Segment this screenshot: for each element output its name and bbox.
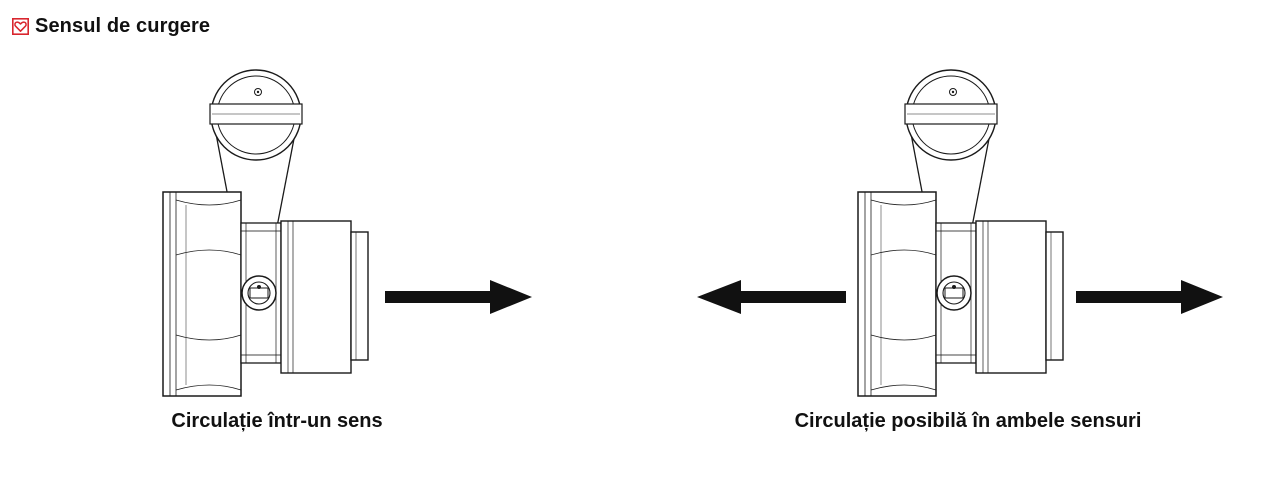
valve-drawing-two-way <box>857 69 1064 397</box>
heart-checkbox-icon <box>12 17 29 35</box>
flow-arrow-right-one-way <box>385 280 532 314</box>
caption-two-way: Circulație posibilă în ambele sensuri <box>794 410 1142 432</box>
section-title: Sensul de curgere <box>35 14 211 37</box>
section-header: Sensul de curgere <box>12 12 210 40</box>
valve-drawing-one-way <box>162 69 369 397</box>
caption-one-way: Circulație într-un sens <box>171 410 383 432</box>
flow-arrow-left-two-way <box>697 280 846 314</box>
flow-arrow-right-two-way <box>1076 280 1223 314</box>
